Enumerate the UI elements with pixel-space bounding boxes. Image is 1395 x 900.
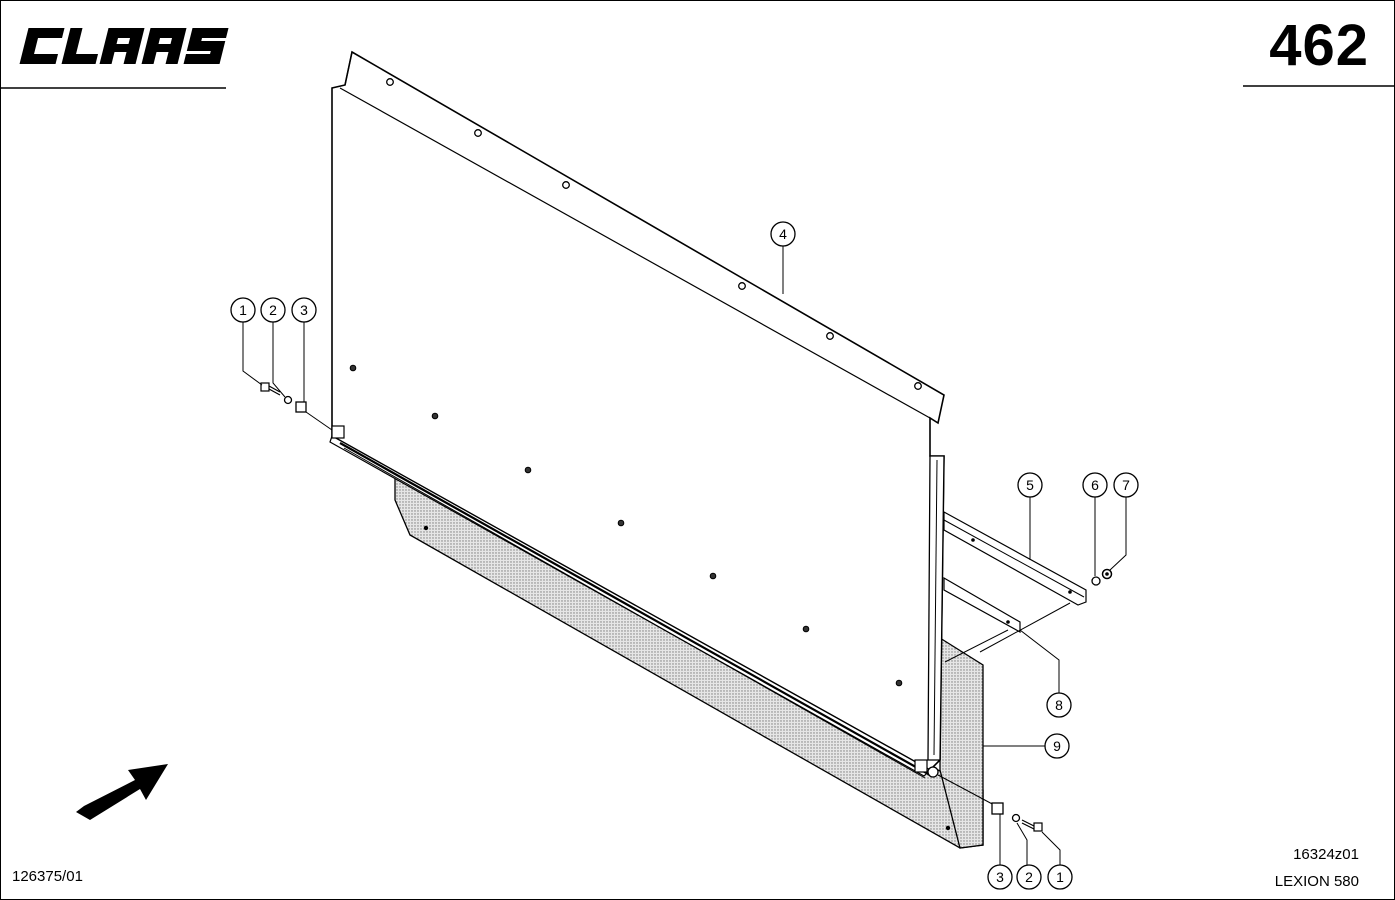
side-flange-inner	[933, 459, 938, 756]
callout-4: 4	[770, 221, 796, 247]
page-number: 462	[1269, 13, 1369, 78]
callout-label: 8	[1055, 697, 1063, 713]
rail-5-edge	[943, 519, 1085, 598]
callout-label: 3	[300, 302, 308, 318]
callout-label: 7	[1122, 477, 1130, 493]
bolt-bottom	[1021, 819, 1043, 832]
left-fastener-axis	[305, 411, 333, 431]
rail-8	[943, 576, 1021, 634]
callout-3-bottom: 3	[987, 864, 1013, 890]
callout-1-bottom: 1	[1047, 864, 1073, 890]
callout-label: 2	[269, 302, 277, 318]
callout-6: 6	[1082, 472, 1108, 498]
mat-hole	[945, 825, 951, 831]
mat-hole	[423, 525, 429, 531]
rail-5-hole	[971, 538, 975, 542]
panel-lower-holes	[349, 364, 903, 687]
callout-leaders	[242, 246, 1127, 865]
panel-fold	[344, 51, 353, 86]
callout-9: 9	[1044, 733, 1070, 759]
rail-8-hole	[1006, 620, 1010, 624]
callout-label: 9	[1053, 738, 1061, 754]
panel-bottom-rod-inner	[343, 447, 926, 779]
figure-code: 16324z01	[1293, 846, 1359, 863]
callout-5: 5	[1017, 472, 1043, 498]
hinge-right-pin	[927, 766, 939, 778]
callout-8: 8	[1046, 692, 1072, 718]
callout-label: 1	[1056, 869, 1064, 885]
washer-6	[1091, 576, 1101, 586]
claas-logo	[14, 14, 236, 74]
rail-5-hole	[1068, 590, 1072, 594]
spacer-left	[295, 401, 307, 413]
direction-arrow	[76, 764, 168, 820]
rail-leader-b	[944, 629, 1009, 663]
rail-leader-a	[979, 602, 1071, 653]
model-name: LEXION 580	[1274, 873, 1359, 890]
callout-7: 7	[1113, 472, 1139, 498]
spacer-bottom	[991, 802, 1004, 815]
callout-label: 6	[1091, 477, 1099, 493]
callout-1-left: 1	[230, 297, 256, 323]
callout-label: 5	[1026, 477, 1034, 493]
callout-label: 3	[996, 869, 1004, 885]
callout-label: 1	[239, 302, 247, 318]
callout-label: 4	[779, 226, 787, 242]
callout-label: 2	[1025, 869, 1033, 885]
bottom-fastener-axis	[937, 774, 997, 807]
callout-3-left: 3	[291, 297, 317, 323]
side-flange	[927, 455, 945, 761]
callout-2-bottom: 2	[1016, 864, 1042, 890]
bolt-left	[260, 382, 281, 396]
hinge-right	[914, 759, 928, 773]
panel-bend-line	[339, 87, 931, 419]
washer-bottom	[1011, 813, 1021, 823]
callout-2-left: 2	[260, 297, 286, 323]
drawing-reference: 126375/01	[12, 868, 83, 885]
washer-left	[283, 395, 293, 405]
hinge-left	[331, 425, 345, 439]
panel-top-holes	[386, 78, 922, 390]
panel-bottom-rod	[339, 442, 931, 776]
